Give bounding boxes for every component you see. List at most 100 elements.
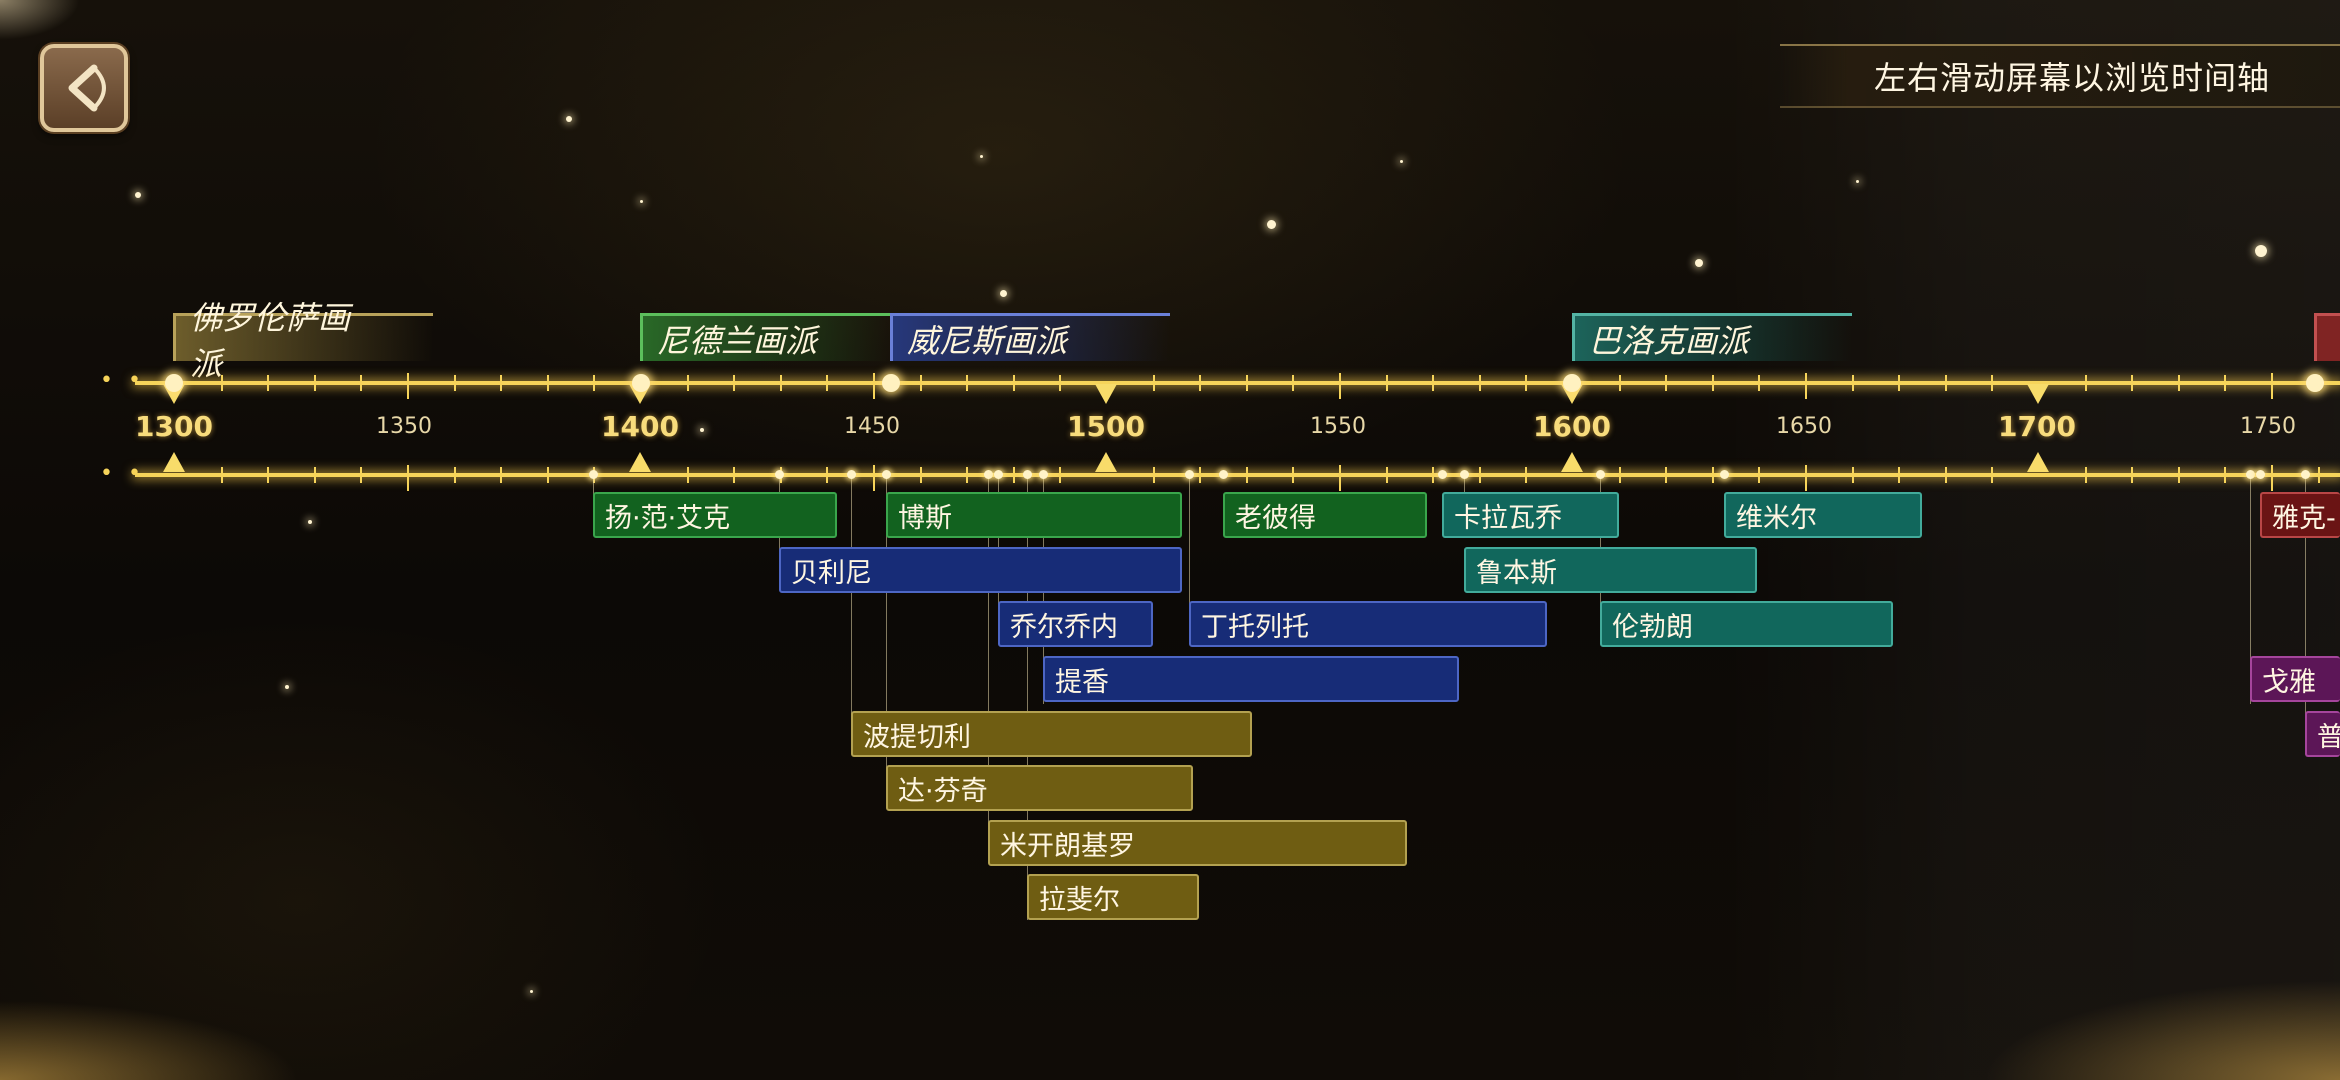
artist-bar-giorgione[interactable]: 乔尔乔内 — [998, 601, 1153, 647]
axis-tick — [780, 375, 782, 391]
artist-bar-caravaggio[interactable]: 卡拉瓦乔 — [1442, 492, 1619, 538]
axis-tick — [454, 375, 456, 391]
axis-tick — [1153, 375, 1155, 391]
connector-line — [1027, 478, 1028, 920]
axis-tick — [2085, 467, 2087, 483]
axis-tick — [2271, 373, 2273, 399]
connector-line — [851, 478, 852, 738]
artist-bar-bosch[interactable]: 博斯 — [886, 492, 1182, 538]
axis-tick — [360, 467, 362, 483]
axis-tick — [873, 373, 875, 399]
axis-tick — [826, 467, 828, 483]
axis-tick — [687, 467, 689, 483]
lower-timeline — [135, 473, 2340, 477]
axis-tick — [1386, 375, 1388, 391]
century-marker — [1095, 384, 1117, 404]
artist-dot — [2301, 470, 2310, 479]
axis-tick — [1432, 467, 1434, 483]
artist-name: 乔尔乔内 — [1010, 611, 1118, 643]
artist-dot — [984, 470, 993, 479]
school-tag-netherlandish[interactable]: 尼德兰画派 — [640, 313, 890, 361]
artist-bar-jan-van-eyck[interactable]: 扬·范·艾克 — [593, 492, 837, 538]
artist-name: 老彼得 — [1235, 502, 1316, 534]
artist-bar-tintoretto[interactable]: 丁托列托 — [1189, 601, 1547, 647]
axis-tick — [1852, 467, 1854, 483]
artist-bar-jacques-partial[interactable]: 雅克- — [2260, 492, 2340, 538]
axis-tick — [2178, 467, 2180, 483]
artist-bar-goya[interactable]: 戈雅 — [2250, 656, 2340, 702]
axis-tick — [547, 467, 549, 483]
axis-tick — [267, 375, 269, 391]
connector-line — [593, 478, 594, 500]
axis-tick — [221, 375, 223, 391]
axis-tick — [593, 375, 595, 391]
artist-bar-raphael[interactable]: 拉斐尔 — [1027, 874, 1199, 920]
axis-tick — [2085, 375, 2087, 391]
connector-line — [2305, 478, 2306, 738]
school-name: 威尼斯画派 — [907, 321, 1068, 360]
back-button[interactable] — [40, 44, 128, 132]
axis-tick — [873, 465, 875, 491]
school-tag-venetian[interactable]: 威尼斯画派 — [890, 313, 1170, 361]
artist-name: 达·芬奇 — [898, 775, 988, 807]
axis-tick — [314, 375, 316, 391]
year-label-1600: 1600 — [1533, 410, 1611, 443]
axis-tick — [1898, 375, 1900, 391]
axis-tick — [1525, 467, 1527, 483]
school-dot-florence — [165, 374, 183, 392]
axis-tick — [1479, 467, 1481, 483]
artist-bar-michelangelo[interactable]: 米开朗基罗 — [988, 820, 1407, 866]
artist-bar-titian[interactable]: 提香 — [1043, 656, 1459, 702]
artist-dot — [1596, 470, 1605, 479]
axis-tick — [1339, 465, 1341, 491]
artist-bar-partial-pu[interactable]: 普 — [2305, 711, 2340, 757]
axis-tick — [407, 465, 409, 491]
school-name: 佛罗伦萨画派 — [190, 298, 351, 383]
axis-tick — [360, 375, 362, 391]
artist-dot — [847, 470, 856, 479]
artist-bar-vermeer[interactable]: 维米尔 — [1724, 492, 1922, 538]
artist-name: 贝利尼 — [791, 557, 872, 589]
axis-tick — [221, 467, 223, 483]
axis-tick — [1665, 467, 1667, 483]
swipe-hint-banner: 左右滑动屏幕以浏览时间轴 — [1780, 44, 2340, 108]
axis-tick — [2131, 467, 2133, 483]
artist-dot — [882, 470, 891, 479]
back-arrow-icon — [68, 64, 106, 112]
axis-tick — [1292, 375, 1294, 391]
axis-tick — [1619, 467, 1621, 483]
axis-tick — [920, 375, 922, 391]
artist-bar-bruegel[interactable]: 老彼得 — [1223, 492, 1427, 538]
axis-tick — [1945, 467, 1947, 483]
axis-tick — [1805, 465, 1807, 491]
axis-tick — [1013, 375, 1015, 391]
axis-tick — [1525, 375, 1527, 391]
axis-tick — [1479, 375, 1481, 391]
axis-tick — [1199, 467, 1201, 483]
artist-name: 丁托列托 — [1201, 611, 1309, 643]
year-label-1750: 1750 — [2240, 414, 2296, 439]
school-tag-next-partial[interactable] — [2314, 313, 2340, 361]
year-label-1450: 1450 — [844, 414, 900, 439]
school-tag-florence[interactable]: 佛罗伦萨画派 — [173, 299, 433, 383]
artist-bar-botticelli[interactable]: 波提切利 — [851, 711, 1252, 757]
artist-bar-rembrandt[interactable]: 伦勃朗 — [1600, 601, 1893, 647]
connector-line — [988, 478, 989, 850]
artist-dot — [775, 470, 784, 479]
school-tag-baroque[interactable]: 巴洛克画派 — [1572, 313, 1852, 361]
school-dot-next — [2306, 374, 2324, 392]
artist-bar-da-vinci[interactable]: 达·芬奇 — [886, 765, 1193, 811]
artist-name: 维米尔 — [1736, 502, 1817, 534]
year-label-1550: 1550 — [1310, 414, 1366, 439]
axis-tick — [1059, 467, 1061, 483]
axis-tick — [1386, 467, 1388, 483]
axis-tick — [1199, 375, 1201, 391]
artist-bar-bellini[interactable]: 贝利尼 — [779, 547, 1182, 593]
artist-name: 雅克- — [2272, 502, 2336, 534]
school-dot-venetian — [882, 374, 900, 392]
artist-dot — [1185, 470, 1194, 479]
school-name: 尼德兰画派 — [657, 321, 818, 360]
artist-name: 扬·范·艾克 — [605, 502, 731, 534]
axis-tick — [1665, 375, 1667, 391]
artist-bar-rubens[interactable]: 鲁本斯 — [1464, 547, 1757, 593]
